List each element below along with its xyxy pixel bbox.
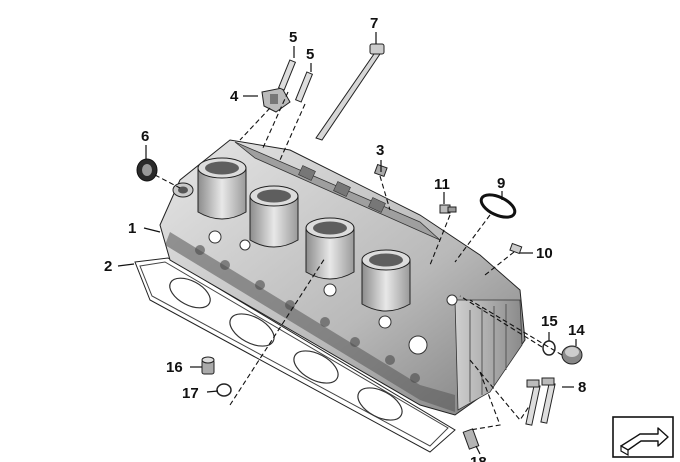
part-screw-11 (439, 204, 457, 214)
callout-3: 3 (376, 142, 384, 159)
part-guide-bracket (261, 87, 291, 113)
leader-lines (117, 32, 577, 455)
part-seal-15 (542, 340, 556, 356)
callout-15: 15 (541, 313, 558, 330)
callout-5b: 5 (306, 46, 314, 63)
part-sleeve-16 (201, 356, 215, 375)
callout-labels: 1 2 3 4 5 5 6 7 8 9 10 11 14 15 16 17 18 (104, 15, 586, 462)
part-long-stud (315, 43, 385, 141)
head-gasket (134, 257, 456, 453)
part-seal-ring (136, 158, 158, 182)
part-plug-10 (509, 242, 523, 255)
callout-5a: 5 (289, 29, 297, 46)
callout-4: 4 (230, 88, 239, 105)
callout-16: 16 (166, 359, 183, 376)
callout-9: 9 (497, 175, 505, 192)
callout-18: 18 (470, 454, 487, 462)
callout-1: 1 (128, 220, 136, 237)
direction-arrow-icon (612, 416, 674, 458)
part-cap-14 (561, 345, 583, 365)
callout-14: 14 (568, 322, 585, 339)
callout-10: 10 (536, 245, 553, 262)
callout-2: 2 (104, 258, 112, 275)
assembly-lines (154, 91, 563, 431)
callout-6: 6 (141, 128, 149, 145)
part-pin-18 (462, 428, 480, 450)
part-bolts-8 (525, 377, 556, 426)
part-pin-a (277, 59, 297, 91)
part-o-ring (479, 193, 517, 219)
callout-17: 17 (182, 385, 199, 402)
callout-7: 7 (370, 15, 378, 32)
intake-ports (197, 157, 411, 312)
part-washer-17 (216, 383, 232, 397)
callout-8: 8 (578, 379, 586, 396)
callout-11: 11 (434, 176, 450, 193)
part-pin-b (294, 71, 314, 103)
